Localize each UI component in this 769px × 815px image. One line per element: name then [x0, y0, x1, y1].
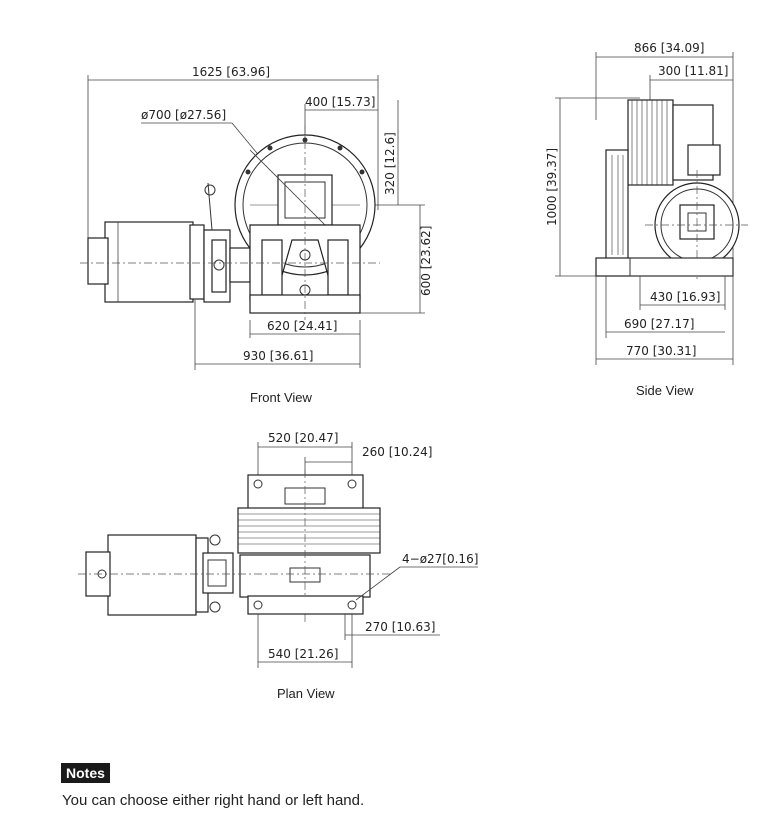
dim-depth-270: 270 [10.63] — [365, 620, 435, 634]
plan-view-drawing: 520 [20.47] 260 [10.24] — [78, 431, 478, 701]
dim-width-866: 866 [34.09] — [634, 41, 704, 55]
dim-width-520: 520 [20.47] — [268, 431, 338, 445]
plan-view-caption: Plan View — [277, 686, 335, 701]
notes-text: You can choose either right hand or left… — [62, 792, 365, 809]
dim-base-770: 770 [30.31] — [626, 344, 696, 358]
dim-holes: 4−ø27[0.16] — [402, 552, 478, 566]
dim-sheave-diameter: ø700 [ø27.56] — [141, 108, 226, 122]
side-view-drawing: 866 [34.09] 300 [11.81] 1000 [39.37] — [545, 41, 748, 398]
dim-width-300: 300 [11.81] — [658, 64, 728, 78]
sheave-bolts — [245, 137, 365, 175]
front-view-caption: Front View — [250, 390, 313, 405]
notes-label: Notes — [61, 763, 110, 783]
dim-base-620: 620 [24.41] — [267, 319, 337, 333]
front-view-drawing: 1625 [63.96] ø700 [ø27.56] 400 [15.73] 3… — [80, 65, 433, 405]
dim-overall-length: 1625 [63.96] — [192, 65, 270, 79]
dim-base-430: 430 [16.93] — [650, 290, 720, 304]
dim-height-1000: 1000 [39.37] — [545, 148, 559, 226]
dim-width-260: 260 [10.24] — [362, 445, 432, 459]
dim-offset-400: 400 [15.73] — [305, 95, 375, 109]
dim-base-930: 930 [36.61] — [243, 349, 313, 363]
dim-height-600: 600 [23.62] — [419, 226, 433, 296]
dim-base-690: 690 [27.17] — [624, 317, 694, 331]
dim-width-540: 540 [21.26] — [268, 647, 338, 661]
side-view-caption: Side View — [636, 383, 694, 398]
dim-height-320: 320 [12.6] — [383, 132, 397, 195]
